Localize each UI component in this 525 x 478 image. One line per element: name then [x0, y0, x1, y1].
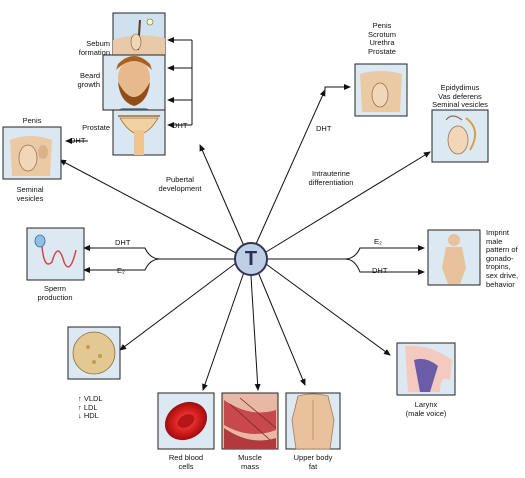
upper-body-illustration [285, 392, 341, 450]
label-penis-left: Penis [22, 116, 42, 125]
label-e2-imprint: E₂ [374, 237, 382, 246]
label-sebum: Sebum formation [78, 39, 110, 57]
arrow-pubertal [199, 144, 245, 247]
muscle-illustration [221, 392, 279, 450]
rbc-illustration [157, 392, 215, 450]
lipid-illustration [67, 326, 121, 380]
sperm-illustration [26, 227, 85, 281]
label-epid-list: Epidydimus Vas deferens Seminal vesicles [432, 83, 488, 110]
label-larynx: Larynx (male voice) [405, 400, 447, 418]
larynx-illustration [396, 342, 456, 396]
radial-arrows [59, 89, 431, 391]
label-beard: Beard growth [77, 71, 100, 89]
sebum-illustration [112, 12, 166, 56]
epidydimus-illustration [431, 109, 489, 163]
intra-branch [324, 84, 351, 90]
penis-right-illustration [354, 63, 408, 117]
arrow-penis-left [59, 159, 239, 255]
penis-left-illustration [2, 126, 62, 180]
arrow-lipids [119, 262, 237, 351]
arrow-epidydimus [265, 151, 431, 253]
label-pubertal: Pubertal development [158, 175, 202, 193]
arrow-muscle [250, 275, 261, 391]
label-dht-intra: DHT [316, 124, 332, 133]
label-lipids: ↑ VLDL ↑ LDL ↓ HDL [78, 394, 103, 421]
label-penis-list: Penis Scrotum Urethra Prostate [368, 21, 396, 56]
label-dht-puberty: DHT [172, 121, 188, 130]
sperm-fork [83, 245, 161, 273]
label-muscle: Muscle mass [238, 453, 262, 471]
imprint-fork [344, 245, 425, 275]
pubertal-bracket [167, 37, 193, 128]
label-intrauterine: Intrauterine differentiation [308, 169, 354, 187]
label-dht-imprint: DHT [372, 266, 388, 275]
label-dht-sperm: DHT [115, 238, 131, 247]
label-prostate: Prostate [82, 123, 110, 132]
label-rbc: Red blood cells [168, 453, 204, 471]
label-upper-body: Upper body fat [293, 453, 333, 471]
testosterone-hub: T [234, 242, 268, 276]
arrow-intrauterine [255, 89, 326, 245]
hub-label: T [244, 247, 258, 270]
arrow-upper-body [257, 271, 306, 386]
beard-illustration [102, 54, 166, 111]
arrow-larynx [265, 263, 391, 356]
prostate-illustration [112, 109, 166, 156]
label-e2-sperm: E₂ [117, 266, 125, 275]
label-imprint: Imprint male pattern of gonado- tropins,… [486, 228, 519, 289]
label-sperm: Sperm production [37, 284, 73, 302]
label-dht-left: DHT [70, 136, 86, 145]
imprint-illustration [427, 229, 481, 286]
arrow-rbc [202, 271, 245, 391]
label-seminal-left: Seminal vesicles [16, 185, 44, 203]
